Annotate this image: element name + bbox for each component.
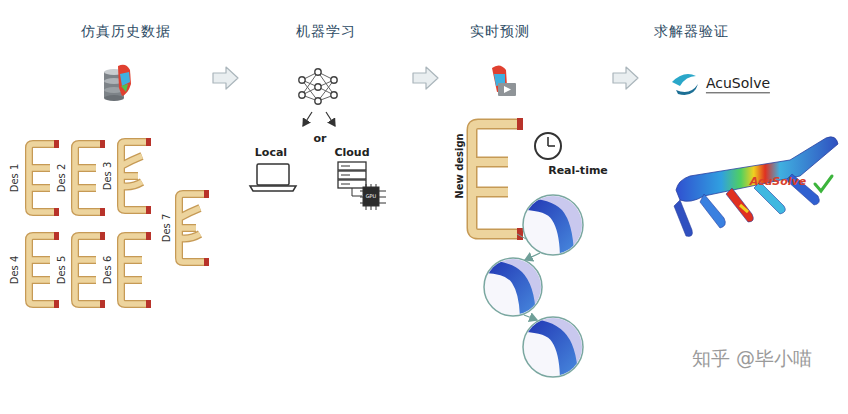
label-text: Real-time bbox=[548, 165, 608, 177]
flow-arrow bbox=[613, 67, 638, 89]
solver-model bbox=[674, 137, 838, 237]
check-mark bbox=[815, 176, 832, 191]
neural-net-icon bbox=[299, 69, 337, 104]
label-text: Des 1 bbox=[9, 164, 20, 193]
label-text: AcuSolve bbox=[706, 76, 770, 93]
label-text: Des 7 bbox=[161, 214, 172, 243]
label-text: New design bbox=[454, 133, 465, 198]
label-text: or bbox=[314, 133, 327, 145]
prediction-icon bbox=[492, 65, 516, 96]
stage-node: 实时预测 bbox=[440, 18, 611, 118]
clock-icon bbox=[535, 133, 561, 159]
stage-heading: 求解器验证 bbox=[654, 23, 766, 41]
label-text: Des 2 bbox=[56, 164, 67, 193]
stage-node: 机器学习 bbox=[240, 18, 411, 118]
label-text: Des 5 bbox=[56, 256, 67, 285]
label-text: Des 4 bbox=[9, 256, 20, 285]
label-text: Des 3 bbox=[102, 162, 113, 191]
flow-arrow bbox=[213, 67, 238, 89]
label-text: Cloud bbox=[334, 147, 369, 159]
gpu-chip bbox=[360, 184, 386, 210]
stage-heading: 仿真历史数据 bbox=[40, 23, 211, 41]
label-text: 知乎 @毕小喵 bbox=[692, 348, 812, 369]
stage-node: 求解器验证 bbox=[640, 18, 766, 118]
new-design-shape bbox=[472, 118, 523, 240]
label-text: Local bbox=[255, 147, 287, 159]
stage-heading: 机器学习 bbox=[240, 23, 411, 41]
label-text: AcuSolve bbox=[750, 176, 806, 188]
zoom-circles bbox=[480, 190, 596, 382]
stage-node: 仿真历史数据 bbox=[40, 18, 211, 118]
laptop-icon bbox=[250, 164, 296, 191]
label-text: Des 6 bbox=[102, 256, 113, 285]
label-text: GPU bbox=[366, 194, 377, 200]
database-icon bbox=[104, 65, 131, 101]
stage-heading: 实时预测 bbox=[470, 23, 611, 41]
flow-arrow bbox=[413, 67, 438, 89]
acusolve-logo bbox=[672, 74, 698, 95]
